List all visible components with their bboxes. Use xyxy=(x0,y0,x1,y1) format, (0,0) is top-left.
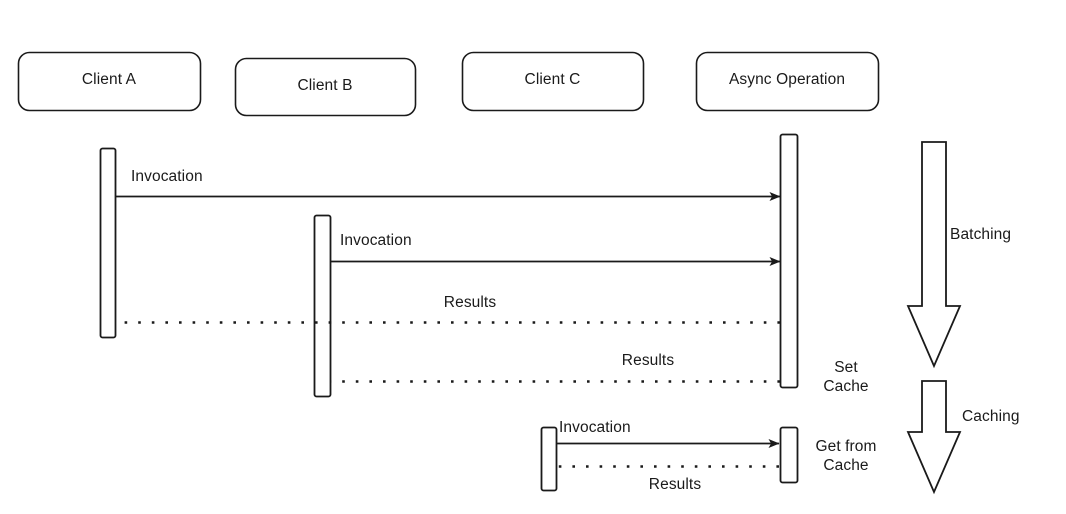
phase-caching-label: Caching xyxy=(962,408,1020,425)
msg-results-a-label: Results xyxy=(443,294,497,311)
participant-box-client-a[interactable] xyxy=(17,51,202,112)
participant-box-client-b[interactable] xyxy=(234,57,417,117)
phase-caching-shape[interactable] xyxy=(906,380,962,495)
note-get-from-cache-line-2: Cache xyxy=(823,457,869,475)
participant-label-client-b: Client B xyxy=(297,76,353,94)
note-set-cache-line-1: Set xyxy=(834,359,858,376)
msg-results-c-label: Results xyxy=(648,476,702,493)
phase-batching-shape[interactable] xyxy=(906,141,962,369)
activation-client-a[interactable] xyxy=(99,147,117,339)
activation-client-c[interactable] xyxy=(540,426,558,492)
participant-label-client-a: Client A xyxy=(81,71,137,88)
msg-invocation-c-label: Invocation xyxy=(559,419,631,436)
participant-box-async-operation[interactable] xyxy=(695,51,880,112)
phase-batching-label: Batching xyxy=(950,226,1012,243)
participant-box-client-c[interactable] xyxy=(461,51,645,112)
msg-results-b-label: Results xyxy=(621,352,675,369)
activation-async-batching[interactable] xyxy=(779,133,799,389)
msg-invocation-b-label: Invocation xyxy=(340,232,412,249)
activation-client-b[interactable] xyxy=(313,214,332,398)
participant-label-client-c: Client C xyxy=(524,71,581,88)
msg-invocation-a-label: Invocation xyxy=(131,168,203,185)
note-get-from-cache-line-1: Get from xyxy=(815,438,877,455)
note-set-cache-line-2: Cache xyxy=(823,378,869,396)
activation-async-caching[interactable] xyxy=(779,426,799,484)
participant-label-async-operation: Async Operation xyxy=(728,71,846,88)
